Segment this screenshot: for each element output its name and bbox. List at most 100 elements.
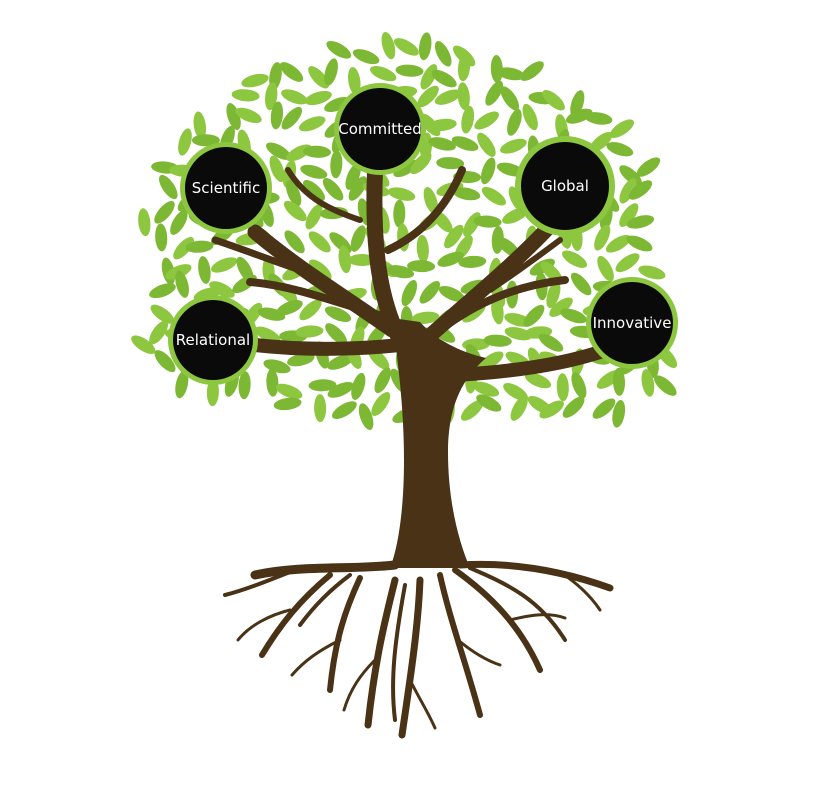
leaf — [428, 118, 457, 132]
leaf — [417, 85, 439, 108]
leaf — [500, 86, 520, 111]
leaf — [597, 255, 614, 282]
leaf — [206, 378, 219, 407]
tree-roots — [223, 560, 614, 739]
leaf — [287, 353, 315, 367]
leaf — [472, 381, 500, 397]
leaf — [612, 399, 626, 428]
leaf — [480, 157, 496, 185]
leaf — [416, 234, 429, 263]
node-relational: Relational — [168, 295, 258, 385]
leaf — [150, 304, 175, 324]
leaf — [434, 89, 462, 105]
leaf — [309, 259, 332, 280]
leaf — [457, 53, 471, 82]
leaf — [159, 174, 178, 200]
leaf — [173, 237, 194, 260]
leaf — [231, 89, 260, 102]
leaf — [520, 61, 544, 81]
leaf — [304, 90, 332, 106]
leaf — [155, 223, 168, 252]
node-innovative-label: Innovative — [593, 314, 672, 332]
leaf — [628, 180, 653, 200]
leaf — [523, 304, 545, 327]
leaf — [619, 203, 639, 227]
leaf — [285, 180, 302, 207]
leaf — [477, 132, 496, 157]
leaf — [324, 58, 338, 86]
leaf — [393, 38, 419, 56]
leaf — [481, 186, 506, 206]
leaf — [546, 281, 561, 309]
leaf — [491, 296, 504, 325]
leaf — [266, 142, 291, 160]
node-global-label: Global — [541, 177, 589, 195]
leaf — [395, 64, 424, 77]
leaf — [423, 186, 438, 214]
leaf — [279, 62, 304, 82]
leaf — [401, 279, 418, 307]
leaf — [281, 106, 303, 130]
leaf — [476, 394, 502, 412]
tree-trunk-and-branches — [211, 145, 614, 739]
leaf — [154, 350, 176, 373]
leaf — [325, 323, 347, 345]
leaf — [510, 395, 528, 421]
leaf — [437, 251, 464, 267]
leaf — [327, 381, 354, 398]
leaf — [615, 253, 640, 273]
leaf — [420, 64, 438, 90]
leaf — [542, 89, 565, 111]
leaf — [407, 260, 436, 273]
leaf — [305, 204, 323, 230]
node-scientific-label: Scientific — [192, 179, 260, 197]
leaf — [503, 383, 528, 401]
leaf — [374, 367, 391, 394]
node-committed: Committed — [334, 83, 426, 175]
leaf — [263, 359, 291, 374]
leaf — [626, 215, 655, 229]
value-nodes: Committed Scientific Global Relational I… — [168, 83, 678, 385]
leaf — [419, 281, 441, 304]
leaf — [436, 157, 465, 170]
leaf — [638, 265, 666, 280]
leaf — [275, 383, 303, 399]
leaf — [322, 178, 344, 201]
leaf — [594, 224, 611, 251]
leaf — [211, 257, 238, 273]
leaf — [393, 159, 419, 178]
leaf — [490, 55, 503, 83]
leaf — [308, 231, 331, 253]
leaf — [483, 334, 512, 347]
leaf — [338, 245, 352, 274]
leaf — [393, 199, 406, 228]
leaf — [386, 265, 415, 279]
leaf — [358, 403, 374, 430]
leaf — [326, 40, 352, 59]
leaf — [149, 320, 169, 345]
leaf — [452, 187, 481, 201]
leaf — [619, 178, 637, 204]
leaf — [636, 157, 661, 177]
leaf — [605, 234, 631, 253]
leaf — [485, 80, 504, 106]
leaf — [431, 69, 457, 88]
leaf — [562, 396, 585, 418]
tree-trunk — [390, 318, 486, 568]
leaf — [191, 134, 220, 147]
leaf — [592, 398, 616, 419]
leaf — [497, 67, 525, 81]
leaf — [175, 270, 189, 298]
leaf — [175, 370, 189, 399]
leaf — [410, 152, 432, 175]
node-innovative: Innovative — [586, 277, 678, 369]
leaf — [170, 209, 188, 235]
leaf — [348, 176, 367, 201]
leaf — [154, 201, 175, 224]
leaf — [609, 119, 634, 138]
leaf — [314, 394, 327, 423]
leaf — [332, 401, 357, 419]
leaf — [298, 116, 326, 132]
leaf — [457, 82, 470, 111]
